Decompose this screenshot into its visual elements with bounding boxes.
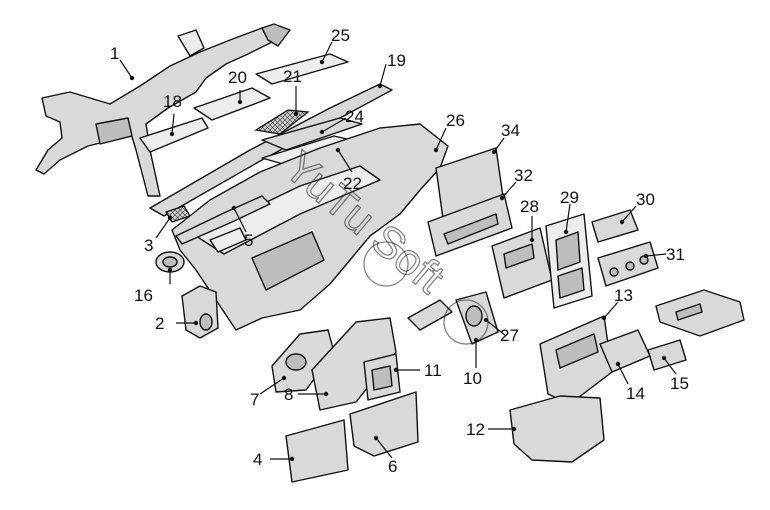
part-2-side-vent bbox=[181, 285, 219, 339]
callout-16: 16 bbox=[134, 286, 153, 305]
callout-24: 24 bbox=[345, 107, 364, 126]
part-32-glovebox-bin bbox=[427, 193, 513, 257]
part-27-bracket bbox=[407, 299, 453, 331]
callout-12: 12 bbox=[466, 420, 485, 439]
part-11-panel bbox=[363, 353, 401, 401]
part-25-pad bbox=[255, 53, 349, 85]
part-29-center-bezel bbox=[545, 213, 593, 309]
callout-34: 34 bbox=[501, 121, 520, 140]
callout-26: 26 bbox=[446, 111, 465, 130]
callout-19: 19 bbox=[387, 51, 406, 70]
callout-labels: 1 2 3 4 5 6 7 8 10 11 12 13 14 15 16 18 … bbox=[110, 26, 689, 476]
leader-lines bbox=[119, 41, 677, 462]
part-30-switch-panel bbox=[591, 209, 639, 243]
part-20-pad bbox=[193, 87, 271, 121]
callout-4: 4 bbox=[253, 450, 262, 469]
callout-6: 6 bbox=[388, 457, 397, 476]
callout-5: 5 bbox=[244, 231, 253, 250]
callout-21: 21 bbox=[283, 67, 302, 86]
part-13-console-lower bbox=[539, 315, 613, 405]
part-12-console-end bbox=[509, 395, 605, 463]
callout-13: 13 bbox=[614, 286, 633, 305]
part-6-knee-panel bbox=[349, 391, 419, 457]
part-4-knee-panel bbox=[285, 419, 349, 483]
callout-30: 30 bbox=[636, 190, 655, 209]
callout-3: 3 bbox=[144, 236, 153, 255]
part-21-mesh-grille bbox=[254, 109, 310, 135]
callout-14: 14 bbox=[626, 384, 645, 403]
callout-25: 25 bbox=[331, 26, 350, 45]
callout-28: 28 bbox=[520, 197, 539, 216]
callout-20: 20 bbox=[228, 68, 247, 87]
part-28-center-bracket bbox=[491, 227, 553, 299]
callout-27: 27 bbox=[500, 326, 519, 345]
callout-11: 11 bbox=[424, 361, 442, 380]
part-26-instrument-panel bbox=[171, 123, 449, 331]
callout-7: 7 bbox=[250, 390, 259, 409]
radio-unit bbox=[655, 289, 745, 337]
callout-31: 31 bbox=[666, 245, 685, 264]
part-10-trim bbox=[455, 291, 499, 345]
part-15-module bbox=[647, 339, 687, 371]
callout-10: 10 bbox=[463, 369, 482, 388]
callout-32: 32 bbox=[514, 166, 533, 185]
callout-22: 22 bbox=[343, 174, 362, 193]
callout-8: 8 bbox=[284, 385, 293, 404]
callout-2: 2 bbox=[155, 314, 164, 333]
callout-1: 1 bbox=[110, 44, 119, 63]
part-5-trim bbox=[175, 195, 271, 245]
part-31-climate-control bbox=[597, 241, 659, 287]
part-18-pad bbox=[139, 117, 209, 153]
callout-29: 29 bbox=[560, 188, 579, 207]
callout-15: 15 bbox=[670, 374, 689, 393]
callout-18: 18 bbox=[163, 92, 182, 111]
part-8-bezel bbox=[311, 317, 397, 411]
